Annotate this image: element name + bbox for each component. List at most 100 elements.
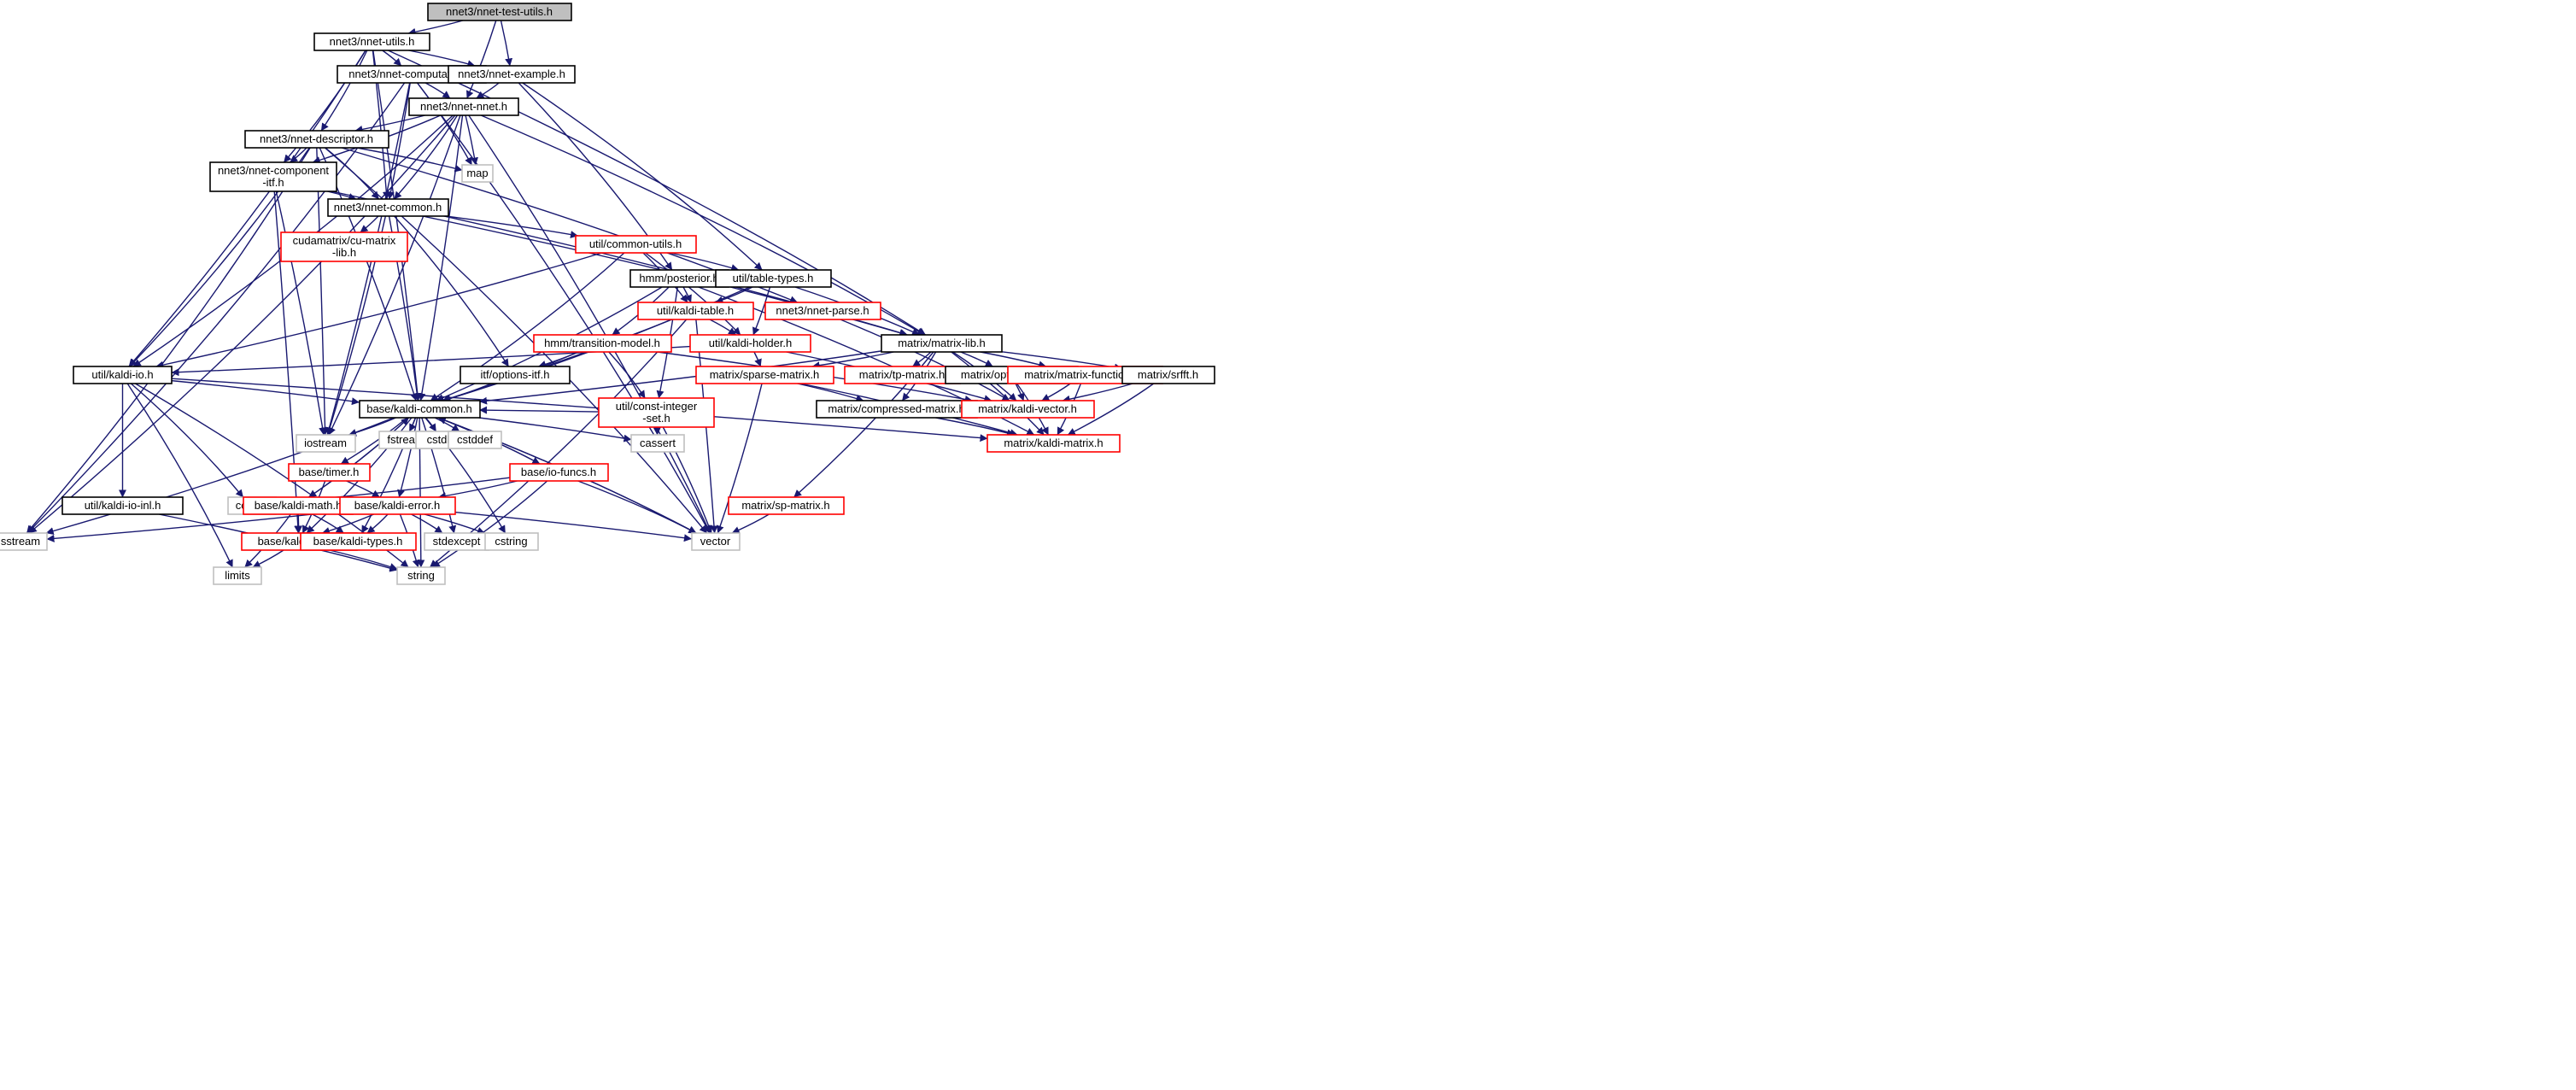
node-matrix-lib[interactable]: matrix/matrix-lib.h — [881, 334, 1003, 353]
edge-nnet-utils-to-matrix-lib — [388, 50, 926, 336]
node-cstring[interactable]: cstring — [484, 532, 539, 551]
node-nnet-descriptor[interactable]: nnet3/nnet-descriptor.h — [244, 130, 389, 149]
node-iostream[interactable]: iostream — [296, 434, 356, 453]
node-label: matrix/kaldi-vector.h — [978, 402, 1077, 415]
node-nnet-component-itf[interactable]: nnet3/nnet-component-itf.h — [209, 161, 337, 192]
edge-nnet-test-utils-to-nnet-utils — [407, 20, 464, 36]
node-box — [300, 532, 417, 551]
node-box — [695, 366, 834, 384]
node-kaldi-types[interactable]: base/kaldi-types.h — [300, 532, 417, 551]
node-nnet-utils[interactable]: nnet3/nnet-utils.h — [313, 32, 430, 51]
edge-nnet-utils-to-nnet-descriptor — [320, 50, 368, 132]
node-kaldi-matrix[interactable]: matrix/kaldi-matrix.h — [986, 434, 1121, 453]
node-label: base/kaldi-common.h — [366, 402, 472, 415]
node-label: util/kaldi-io-inl.h — [85, 499, 161, 512]
node-nnet-common[interactable]: nnet3/nnet-common.h — [327, 198, 449, 217]
node-nnet-test-utils[interactable]: nnet3/nnet-test-utils.h — [427, 3, 572, 21]
node-nnet-example[interactable]: nnet3/nnet-example.h — [448, 65, 576, 84]
edge-kaldi-math-to-kaldi-common — [308, 417, 409, 498]
node-vector[interactable]: vector — [691, 532, 741, 551]
node-label: matrix/sparse-matrix.h — [710, 368, 820, 381]
node-sp-matrix[interactable]: matrix/sp-matrix.h — [728, 496, 845, 515]
node-label: hmm/transition-model.h — [544, 337, 660, 349]
node-srfft[interactable]: matrix/srfft.h — [1121, 366, 1215, 384]
node-label: hmm/posterior.h — [639, 272, 718, 284]
edge-kaldi-holder-to-sparse-matrix — [753, 351, 762, 367]
edge-nnet-common-to-options-itf — [394, 215, 509, 367]
node-hmm-posterior[interactable]: hmm/posterior.h — [629, 269, 729, 288]
edge-hmm-posterior-to-kaldi-table — [682, 286, 692, 303]
edge-nnet-nnet-to-nnet-descriptor — [354, 114, 425, 133]
edge-nnet-utils-to-nnet-computation — [382, 50, 402, 67]
node-common-utils[interactable]: util/common-utils.h — [575, 235, 697, 254]
node-box — [961, 400, 1095, 419]
edge-nnet-descriptor-to-nnet-component-itf — [290, 147, 307, 163]
node-label: nnet3/nnet-test-utils.h — [446, 5, 553, 18]
node-nnet-nnet[interactable]: nnet3/nnet-nnet.h — [408, 97, 519, 116]
node-io-funcs[interactable]: base/io-funcs.h — [509, 463, 609, 482]
edge-nnet-utils-to-nnet-example — [408, 50, 476, 68]
node-stdexcept[interactable]: stdexcept — [424, 532, 489, 551]
node-compressed-matrix[interactable]: matrix/compressed-matrix.h — [816, 400, 978, 419]
node-label: nnet3/nnet-common.h — [334, 201, 442, 214]
node-box — [630, 434, 685, 453]
node-table-types[interactable]: util/table-types.h — [715, 269, 832, 288]
edge-sparse-matrix-to-vector — [716, 383, 763, 534]
node-box — [484, 532, 539, 551]
edge-nnet-test-utils-to-nnet-example — [500, 20, 513, 67]
node-cstddef[interactable]: cstddef — [448, 431, 502, 449]
node-kaldi-error[interactable]: base/kaldi-error.h — [339, 496, 456, 515]
node-label: sstream — [1, 535, 40, 548]
node-label: matrix/compressed-matrix.h — [828, 402, 964, 415]
node-nnet-parse[interactable]: nnet3/nnet-parse.h — [764, 302, 881, 320]
node-options-itf[interactable]: itf/options-itf.h — [460, 366, 571, 384]
node-box — [533, 334, 672, 353]
node-sstream[interactable]: sstream — [0, 532, 48, 551]
node-label: util/common-utils.h — [589, 237, 682, 250]
node-tp-matrix[interactable]: matrix/tp-matrix.h — [844, 366, 961, 384]
edge-transition-model-to-const-integer-set — [608, 351, 646, 399]
node-box — [359, 400, 481, 419]
edge-matrix-functions-to-kaldi-vector — [1041, 383, 1071, 401]
edge-kaldi-io-to-limits — [126, 383, 233, 568]
node-kaldi-math[interactable]: base/kaldi-math.h — [243, 496, 354, 515]
node-box — [0, 532, 48, 551]
node-map[interactable]: map — [461, 164, 494, 183]
node-kaldi-io[interactable]: util/kaldi-io.h — [73, 366, 173, 384]
edge-matrix-lib-to-matrix-functions — [980, 351, 1047, 369]
node-const-integer-set[interactable]: util/const-integer-set.h — [598, 397, 715, 428]
node-kaldi-common[interactable]: base/kaldi-common.h — [359, 400, 481, 419]
node-box — [280, 231, 408, 262]
node-label: stdexcept — [433, 535, 481, 548]
node-box — [637, 302, 754, 320]
node-box — [986, 434, 1121, 453]
edge-matrix-lib-to-kaldi-matrix — [951, 351, 1045, 436]
edge-matrix-lib-to-sparse-matrix — [811, 351, 894, 370]
node-timer[interactable]: base/timer.h — [288, 463, 371, 482]
node-label: matrix/srfft.h — [1138, 368, 1198, 381]
node-string[interactable]: string — [396, 566, 446, 585]
node-box — [408, 97, 519, 116]
edge-nnet-computation-to-nnet-nnet — [424, 82, 451, 99]
node-box — [73, 366, 173, 384]
node-kaldi-holder[interactable]: util/kaldi-holder.h — [689, 334, 811, 353]
node-kaldi-vector[interactable]: matrix/kaldi-vector.h — [961, 400, 1095, 419]
edge-io-funcs-to-string — [431, 480, 548, 568]
node-label: matrix/kaldi-matrix.h — [1004, 437, 1103, 449]
node-sparse-matrix[interactable]: matrix/sparse-matrix.h — [695, 366, 834, 384]
node-box — [327, 198, 449, 217]
node-transition-model[interactable]: hmm/transition-model.h — [533, 334, 672, 353]
node-limits[interactable]: limits — [213, 566, 262, 585]
edge-nnet-nnet-to-kaldi-common — [418, 114, 464, 401]
node-kaldi-io-inl[interactable]: util/kaldi-io-inl.h — [61, 496, 184, 515]
edge-matrix-lib-to-tp-matrix — [912, 351, 932, 367]
edge-nnet-test-utils-to-nnet-nnet — [466, 20, 497, 99]
node-box — [209, 161, 337, 192]
edge-kaldi-error-to-kaldi-utils — [321, 513, 374, 535]
nodes-layer: nnet3/nnet-test-utils.h nnet3/nnet-utils.… — [0, 3, 1215, 585]
node-kaldi-table[interactable]: util/kaldi-table.h — [637, 302, 754, 320]
node-box — [598, 397, 715, 428]
node-cu-matrix-lib[interactable]: cudamatrix/cu-matrix-lib.h — [280, 231, 408, 262]
node-cassert[interactable]: cassert — [630, 434, 685, 453]
